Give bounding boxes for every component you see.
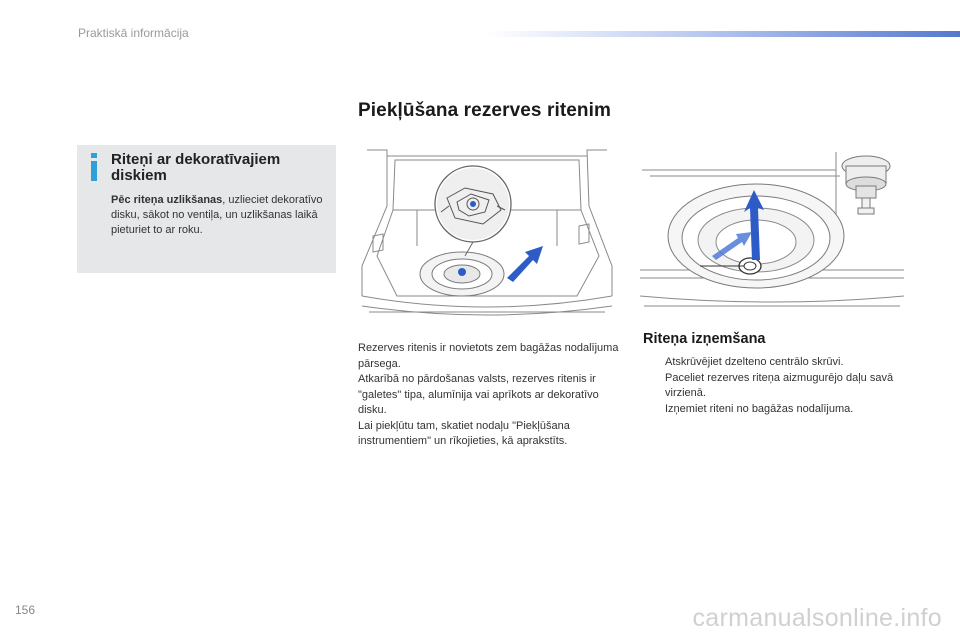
info-box-body-bold: Pēc riteņa uzlikšanas xyxy=(111,194,223,206)
description-paragraph-2: Atkarībā no pārdošanas valsts, rezerves … xyxy=(358,373,599,416)
removal-title: Riteņa izņemšana xyxy=(643,331,766,347)
page-title: Piekļūšana rezerves ritenim xyxy=(358,100,612,121)
description-paragraph-1: Rezerves ritenis ir novietots zem bagāža… xyxy=(358,342,619,370)
trunk-illustration xyxy=(357,146,618,320)
watermark: carmanualsonline.info xyxy=(692,604,942,632)
info-box: Riteņi ar dekoratīvajiem diskiem Pēc rit… xyxy=(77,145,336,273)
list-item: Izņemiet riteni no bagāžas nodalījuma. xyxy=(643,402,903,418)
step-text: Atskrūvējiet dzelteno centrālo skrūvi. xyxy=(665,356,844,368)
wheel-drawing xyxy=(639,152,905,307)
info-box-title: Riteņi ar dekoratīvajiem diskiem xyxy=(111,151,281,184)
header-rule xyxy=(488,31,960,37)
description-text: Rezerves ritenis ir novietots zem bagāža… xyxy=(358,341,620,450)
info-box-body-text: , uzlieciet dekoratīvo disku, sākot no v… xyxy=(111,194,323,236)
page-number: 156 xyxy=(15,603,36,617)
info-box-body: Pēc riteņa uzlikšanas, uzlieciet dekorat… xyxy=(111,193,326,238)
trunk-drawing xyxy=(361,149,613,316)
step-text: Izņemiet riteni no bagāžas nodalījuma. xyxy=(665,402,854,415)
step-text: Paceliet rezerves riteņa aizmugurējo daļ… xyxy=(665,371,894,400)
removal-steps: Atskrūvējiet dzelteno centrālo skrūvi. P… xyxy=(643,355,903,417)
description-paragraph-3: Lai piekļūtu tam, skatiet nodaļu "Piekļū… xyxy=(358,419,570,448)
section-label: Praktiskā informācija xyxy=(78,26,189,40)
list-item: Paceliet rezerves riteņa aizmugurējo daļ… xyxy=(643,371,903,402)
list-item: Atskrūvējiet dzelteno centrālo skrūvi. xyxy=(643,355,903,371)
wheel-illustration xyxy=(639,146,905,312)
info-icon xyxy=(91,153,97,181)
